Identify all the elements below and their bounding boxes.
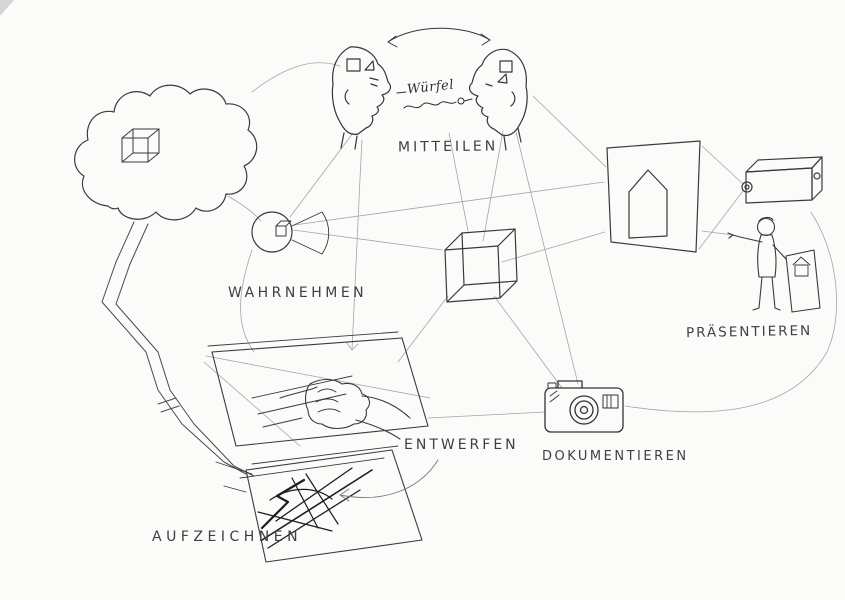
camera-icon: [544, 380, 624, 433]
label-mitteilen: MITTEILEN: [397, 138, 499, 156]
flow-arrow-icon: [339, 459, 439, 502]
center-cube-icon: [444, 228, 518, 303]
house-icon: [628, 169, 668, 239]
sketch-sheets-icon: [215, 445, 423, 563]
eye-view-cone-icon: [251, 211, 330, 255]
cube-in-cloud-icon: [121, 128, 160, 163]
pencil-icon: [279, 386, 318, 399]
projection-screen-icon: [606, 140, 701, 253]
zigzag-path-icon: [101, 221, 255, 477]
presenter-figure-icon: [727, 216, 821, 313]
connection-lines: [203, 62, 838, 447]
thought-cloud-icon: [74, 84, 258, 221]
label-dokumentieren: DOKUMENTIEREN: [542, 449, 689, 464]
projector-icon: [741, 156, 823, 204]
double-arrow-icon: [387, 27, 491, 48]
talking-heads-icon: [331, 27, 528, 151]
drawing-hand-icon: [207, 331, 429, 447]
label-praesentieren: PRÄSENTIEREN: [685, 322, 813, 342]
label-entwerfen: ENTWERFEN: [404, 437, 519, 453]
podium-icon: [785, 249, 821, 313]
scribble-strokes: [257, 467, 373, 549]
label-aufzeichnen: AUFZEICHNEN: [152, 529, 303, 545]
label-wahrnehmen: WAHRNEHMEN: [228, 285, 368, 301]
scan-corner: [0, 0, 14, 16]
speech-scribble: [396, 91, 473, 109]
